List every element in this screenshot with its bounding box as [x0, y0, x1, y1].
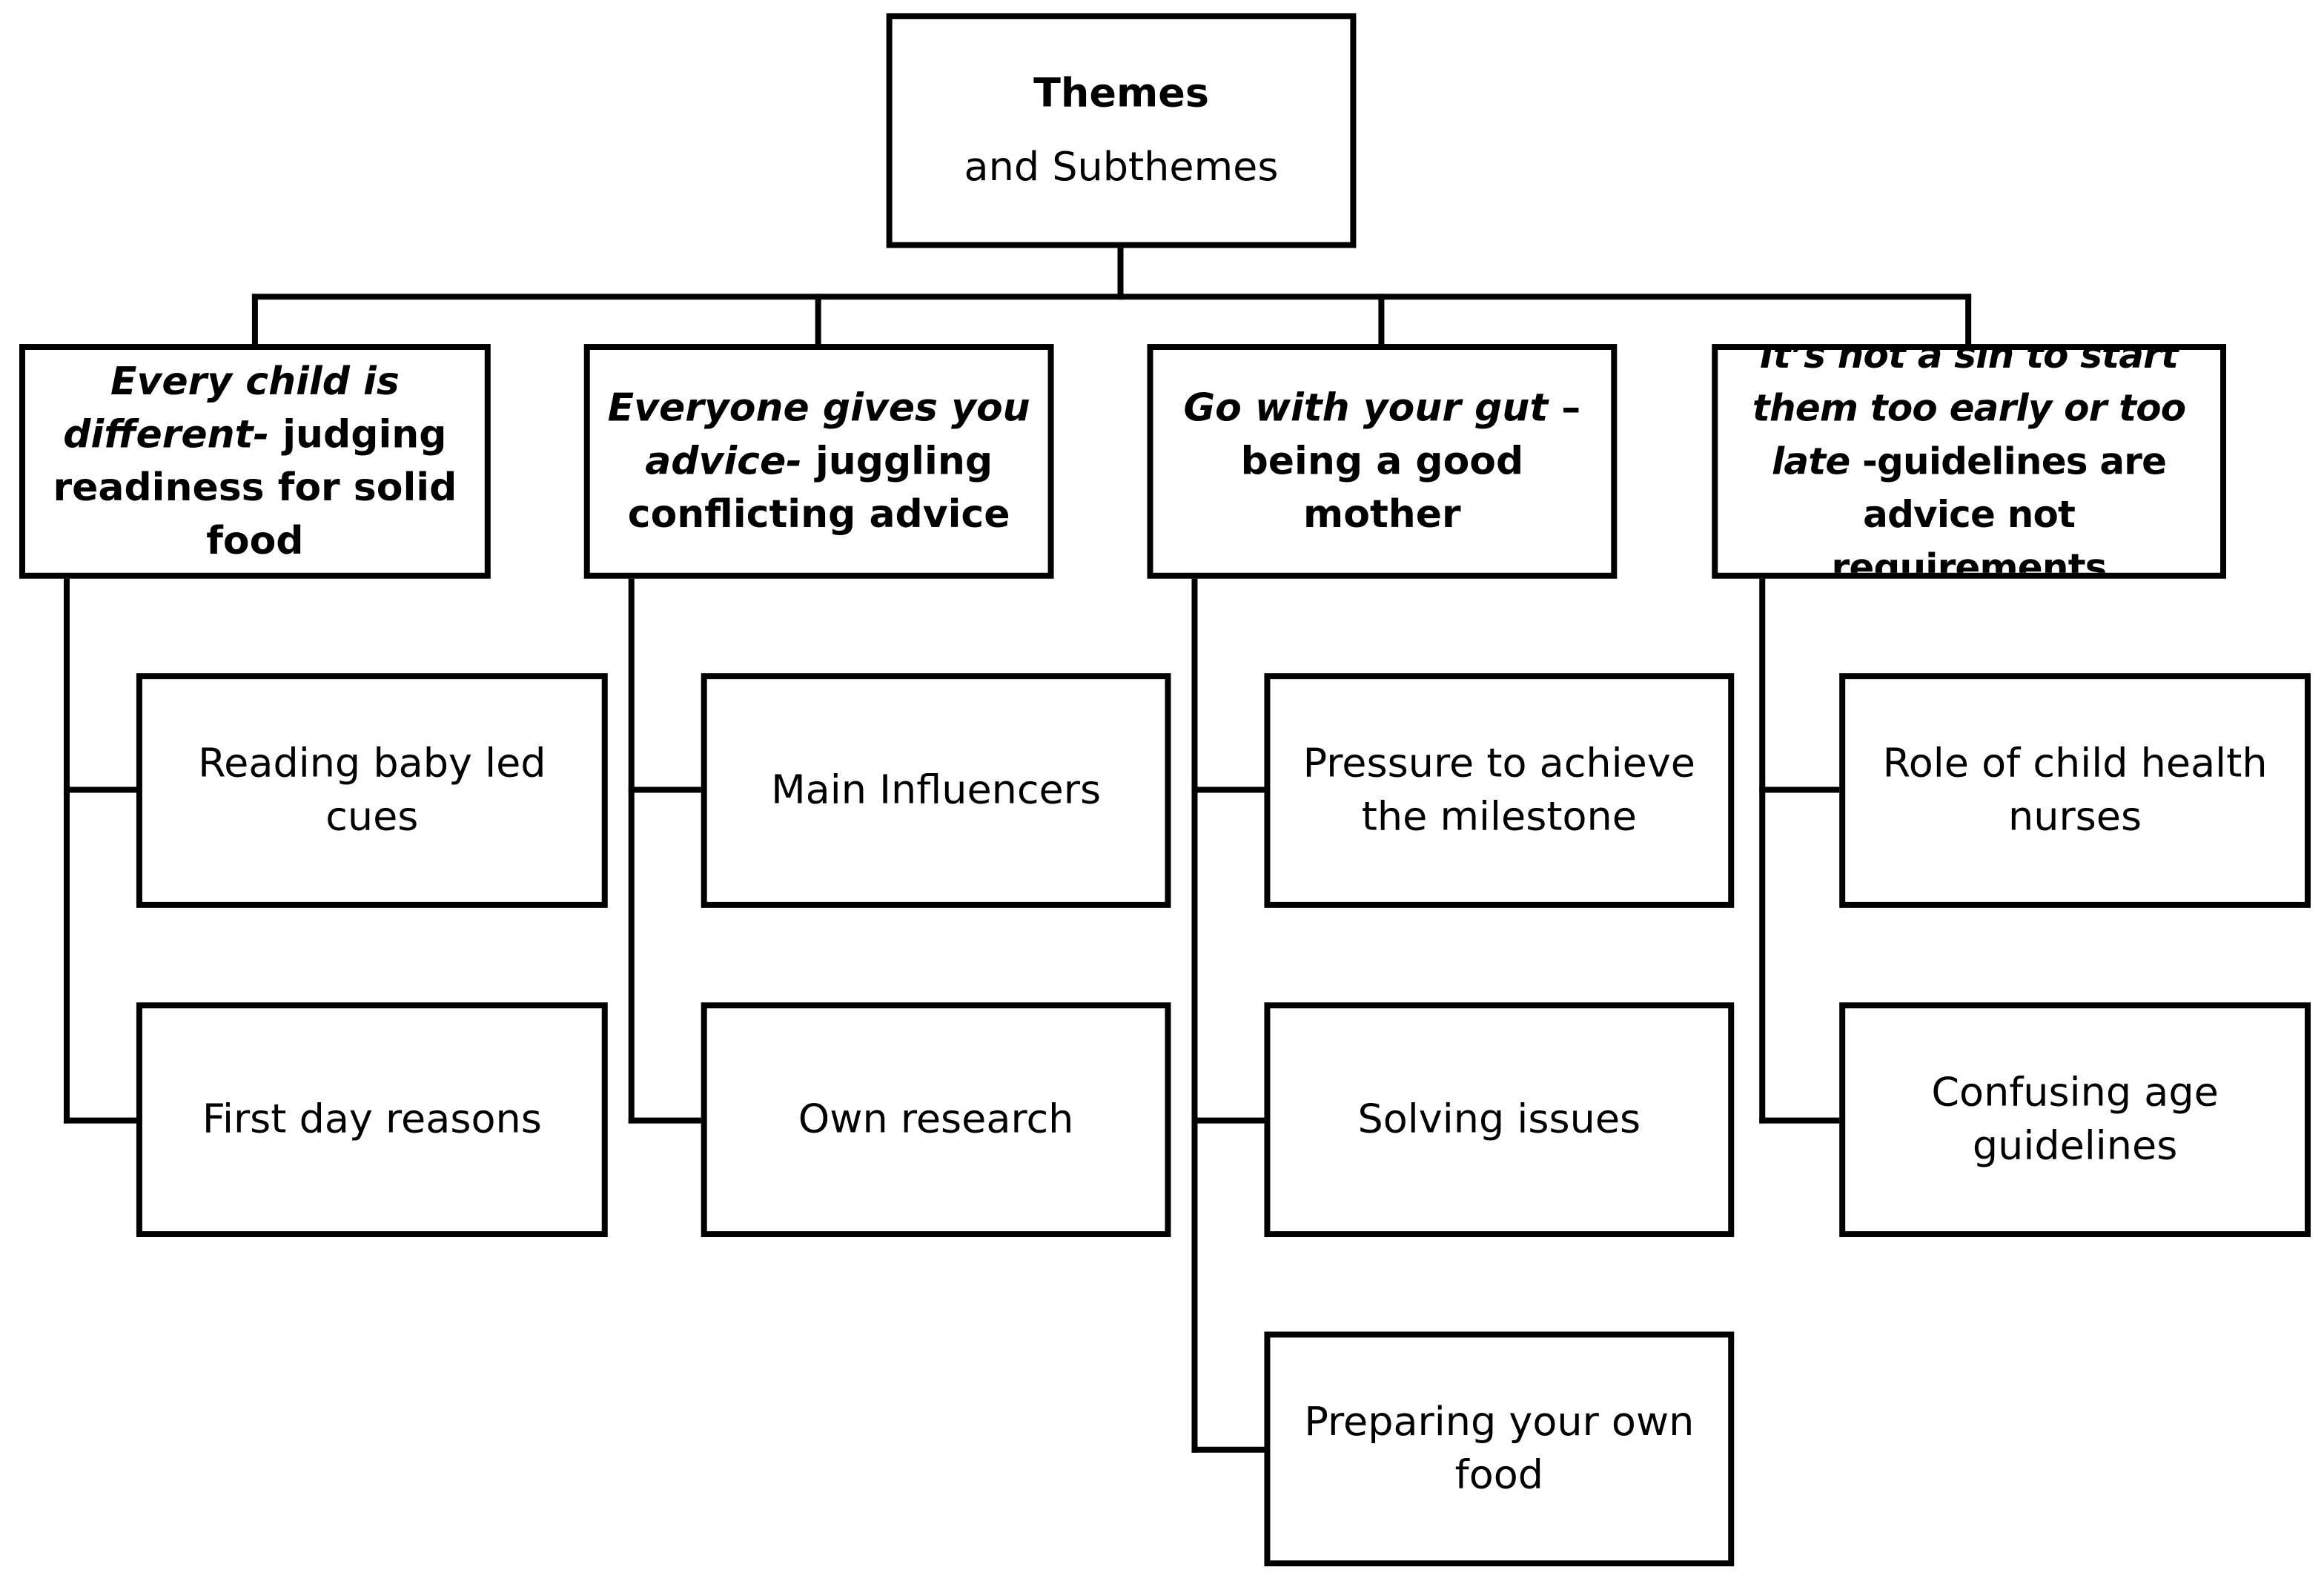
- subtheme-2-2-label: Own research: [798, 1096, 1074, 1142]
- theme-2-label: Everyone gives you advice- juggling conf…: [593, 382, 1045, 541]
- theme-node-2: Everyone gives you advice- juggling conf…: [583, 344, 1054, 579]
- theme-2-italic-text: Everyone gives you advice-: [607, 385, 1030, 484]
- theme-4-italic-text: It’s not a sin to start them too early o…: [1752, 344, 2186, 483]
- subtheme-3-3: Preparing your own food: [1264, 1331, 1735, 1567]
- theme-4-plain-text: -guidelines are advice not requirements: [1831, 439, 2168, 579]
- theme-1-label: Every child is different- judging readin…: [28, 355, 482, 568]
- theme-node-1: Every child is different- judging readin…: [19, 344, 491, 579]
- root-title: Themes: [1033, 70, 1209, 116]
- theme-node-3: Go with your gut – being a good mother: [1147, 344, 1618, 579]
- theme-2-plain-text: juggling conflicting advice: [627, 439, 1010, 537]
- subtheme-4-2: Confusing age guidelines: [1839, 1002, 2311, 1237]
- subtheme-3-2: Solving issues: [1264, 1002, 1735, 1237]
- subtheme-2-1: Main Influencers: [701, 673, 1171, 908]
- theme-1-plain-text: judging readiness for solid food: [53, 412, 457, 563]
- subtheme-2-1-label: Main Influencers: [771, 766, 1102, 813]
- subtheme-3-1: Pressure to achieve the milestone: [1264, 673, 1735, 908]
- subtheme-2-2: Own research: [701, 1002, 1171, 1237]
- subtheme-1-2: First day reasons: [136, 1002, 608, 1237]
- subtheme-3-1-label: Pressure to achieve the milestone: [1302, 740, 1696, 840]
- subtheme-3-2-label: Solving issues: [1357, 1096, 1641, 1142]
- subtheme-4-1: Role of child health nurses: [1839, 673, 2311, 908]
- root-node: Themes and Subthemes: [886, 13, 1357, 248]
- theme-1-italic-text: Every child is different-: [63, 359, 400, 457]
- subtheme-1-2-label: First day reasons: [202, 1096, 542, 1142]
- subtheme-3-3-label: Preparing your own food: [1304, 1399, 1695, 1498]
- subtheme-4-1-label: Role of child health nurses: [1882, 740, 2268, 840]
- theme-3-label: Go with your gut – being a good mother: [1156, 382, 1609, 541]
- theme-3-italic-text: Go with your gut: [1183, 385, 1549, 431]
- subtheme-1-1: Reading baby led cues: [136, 673, 608, 908]
- theme-3-plain-text: – being a good mother: [1240, 385, 1581, 537]
- subtheme-1-1-label: Reading baby led cues: [198, 740, 546, 840]
- theme-4-label: It’s not a sin to start them too early o…: [1721, 344, 2217, 579]
- subtheme-4-2-label: Confusing age guidelines: [1931, 1069, 2219, 1169]
- root-subtitle: and Subthemes: [964, 144, 1279, 190]
- theme-node-4: It’s not a sin to start them too early o…: [1712, 344, 2227, 579]
